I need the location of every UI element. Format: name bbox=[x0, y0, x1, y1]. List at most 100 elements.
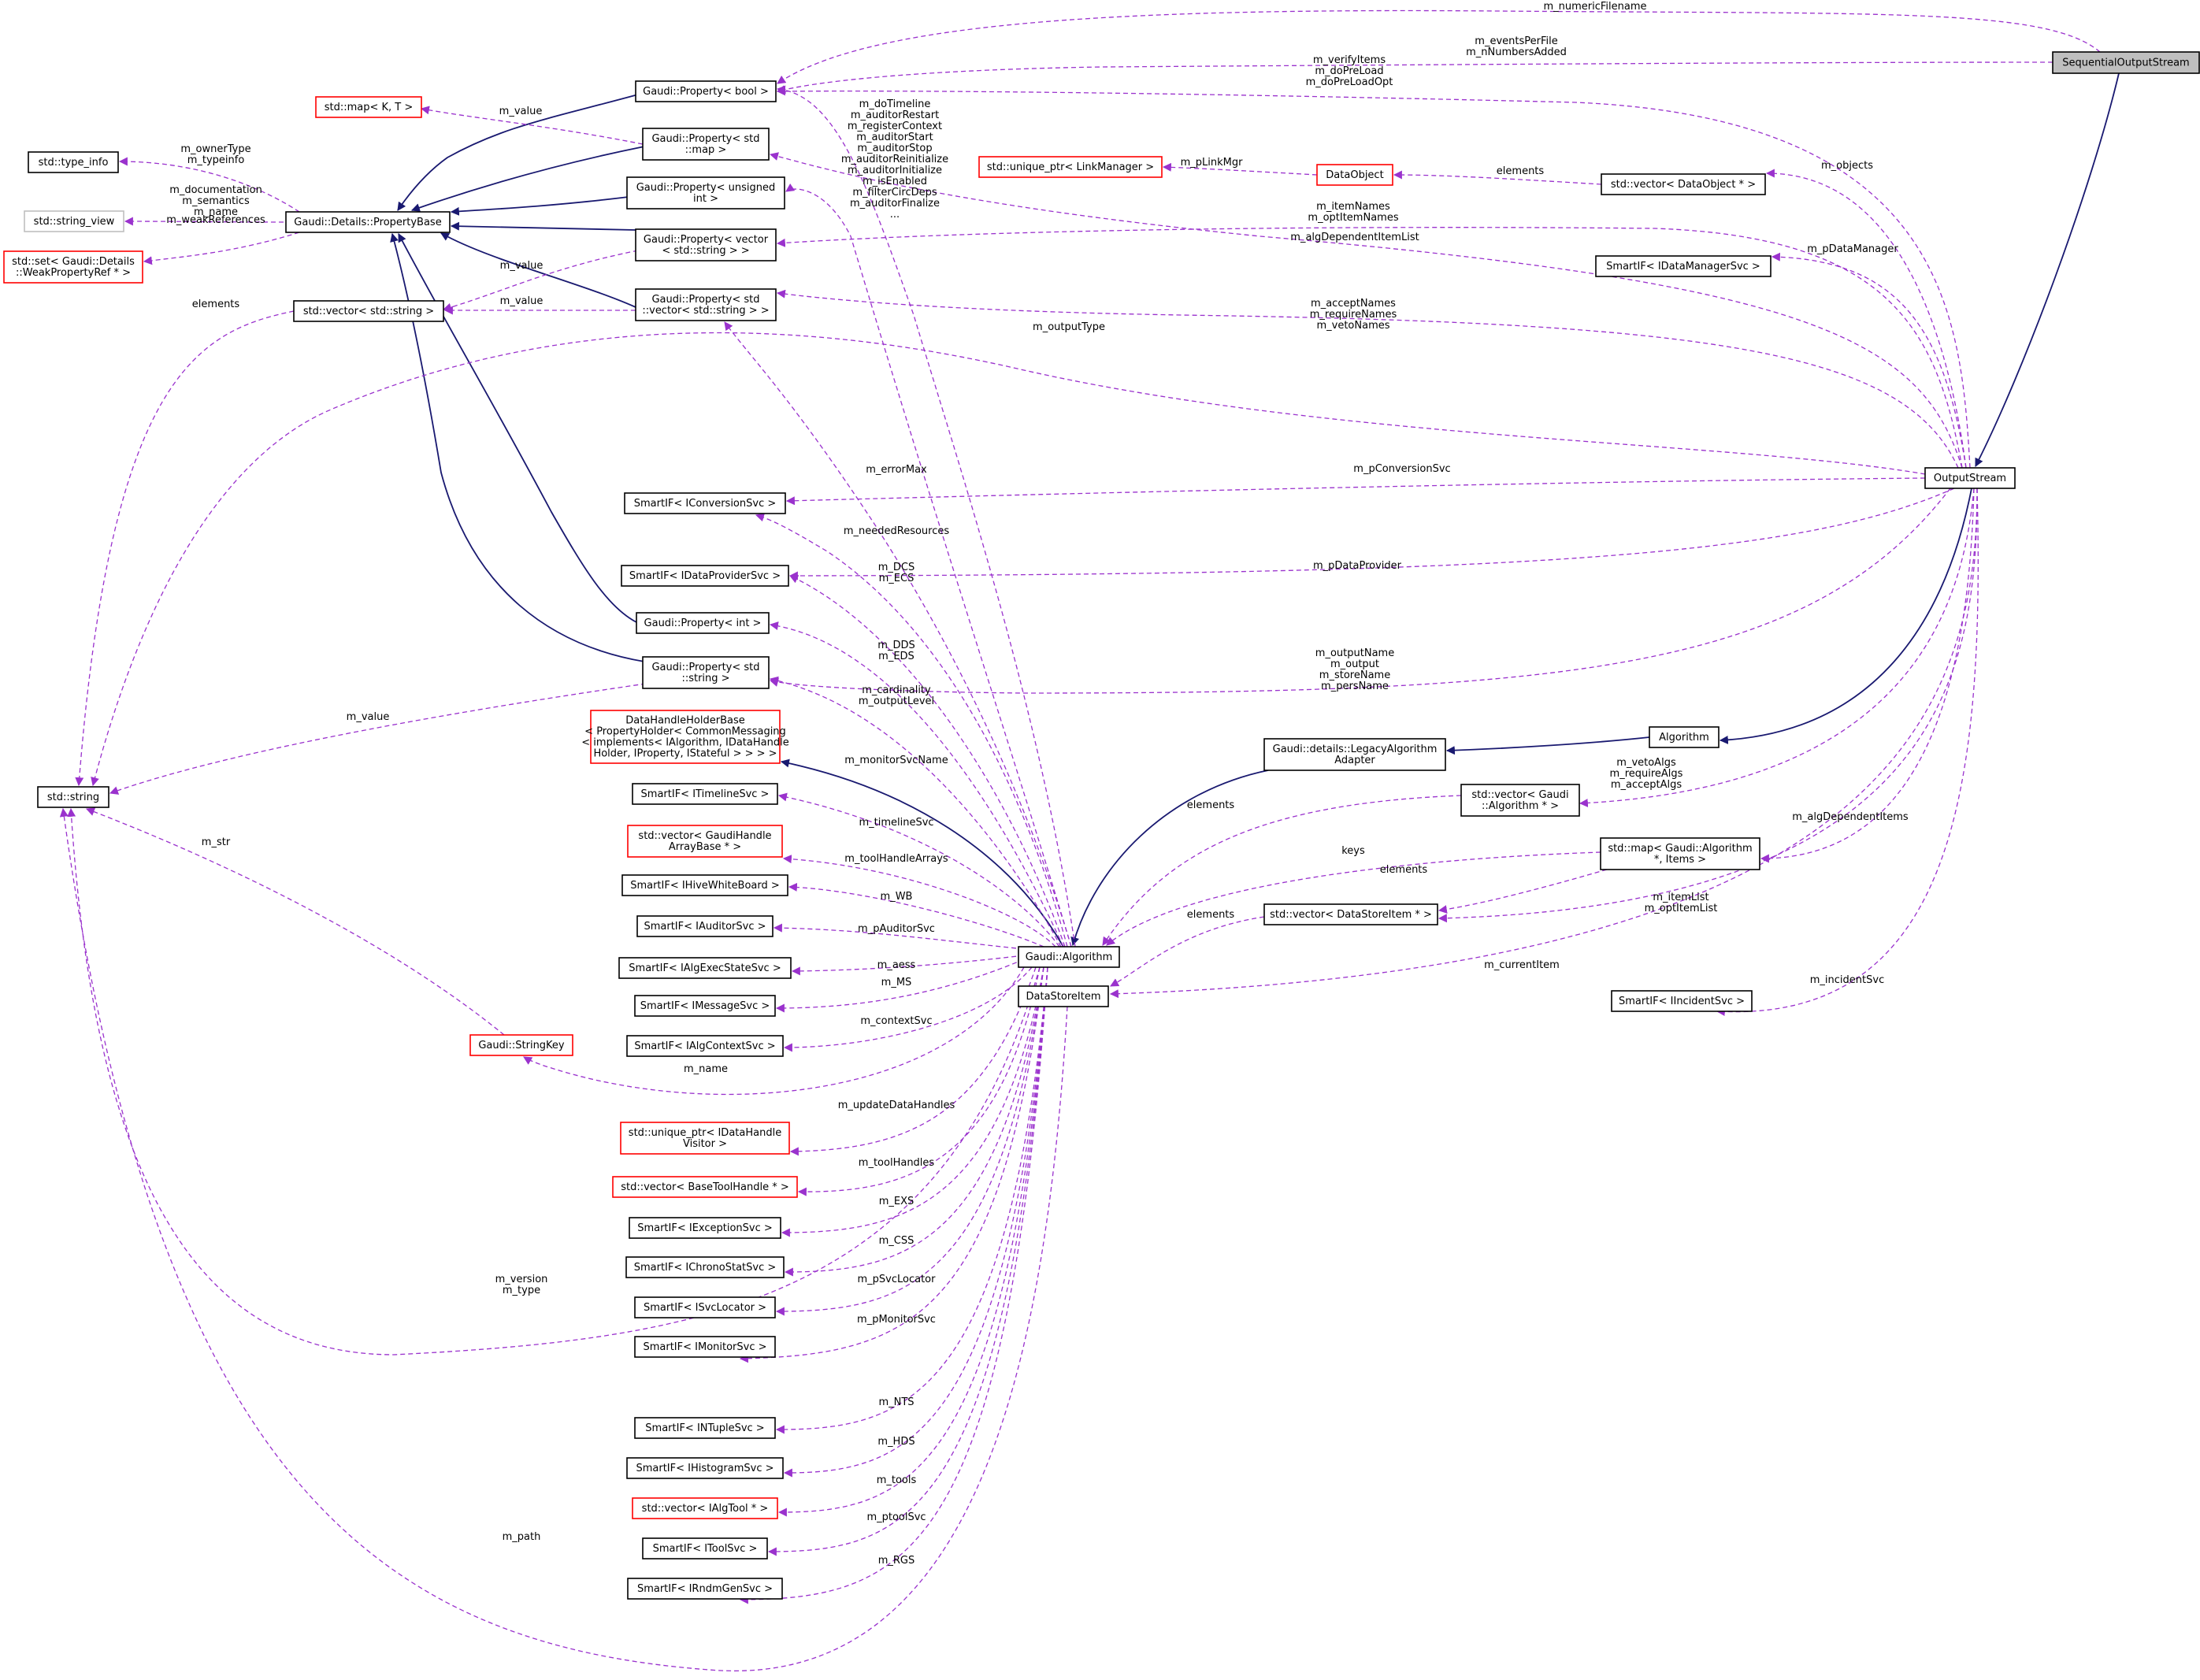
usage-edge-20 bbox=[91, 332, 1926, 787]
class-node-label: SmartIF< ITimelineSvc > bbox=[641, 788, 770, 800]
class-node-sialgcontextsvc[interactable]: SmartIF< IAlgContextSvc > bbox=[626, 1035, 784, 1057]
edge-label-value_str: m_value bbox=[347, 711, 390, 723]
class-node-label: SmartIF< IAlgContextSvc > bbox=[634, 1040, 775, 1052]
class-node-sidataprovidersvc[interactable]: SmartIF< IDataProviderSvc > bbox=[621, 565, 789, 587]
class-node-propstring[interactable]: Gaudi::Property< std::string > bbox=[642, 656, 770, 689]
usage-edge-24 bbox=[1579, 488, 1975, 807]
class-node-sintuplesvc[interactable]: SmartIF< INTupleSvc > bbox=[634, 1417, 776, 1439]
class-node-mapgaudialgorithmitems[interactable]: std::map< Gaudi::Algorithm*, Items > bbox=[1600, 837, 1760, 870]
class-node-typeinfo[interactable]: std::type_info bbox=[28, 151, 119, 173]
class-node-box bbox=[1601, 173, 1766, 195]
class-node-vectorbasetoolhandle[interactable]: std::vector< BaseToolHandle * > bbox=[612, 1176, 798, 1198]
class-node-sidatamanagersvc[interactable]: SmartIF< IDataManagerSvc > bbox=[1595, 255, 1772, 277]
class-node-propstdvector[interactable]: Gaudi::Property< std::vector< std::strin… bbox=[635, 288, 777, 321]
class-node-label: std::unique_ptr< LinkManager > bbox=[987, 161, 1154, 173]
class-node-propvector[interactable]: Gaudi::Property< vector< std::string > > bbox=[635, 228, 777, 261]
class-node-stdstring[interactable]: std::string bbox=[37, 786, 109, 808]
edge-label-path: m_path bbox=[503, 1531, 541, 1543]
class-node-siconversionsvc[interactable]: SmartIF< IConversionSvc > bbox=[624, 492, 786, 514]
class-node-label: std::vector< DataObject * > bbox=[1611, 179, 1756, 191]
class-node-vectorstring[interactable]: std::vector< std::string > bbox=[293, 300, 444, 322]
class-node-box bbox=[24, 210, 124, 232]
class-node-label: SmartIF< IExceptionSvc > bbox=[637, 1222, 773, 1234]
usage-edge-38 bbox=[420, 106, 644, 145]
usage-edge-49 bbox=[769, 621, 1064, 948]
class-node-box bbox=[635, 80, 777, 102]
class-node-vectorialgtool[interactable]: std::vector< IAlgTool * > bbox=[632, 1497, 778, 1519]
class-node-stringview[interactable]: std::string_view bbox=[24, 210, 124, 232]
class-node-sichronostatsvc[interactable]: SmartIF< IChronoStatSvc > bbox=[625, 1256, 785, 1278]
class-node-sihistogramsvc[interactable]: SmartIF< IHistogramSvc > bbox=[626, 1457, 784, 1479]
class-node-gaudialgorithm[interactable]: Gaudi::Algorithm bbox=[1018, 946, 1120, 968]
class-node-label: SmartIF< IConversionSvc > bbox=[634, 498, 777, 510]
class-node-outputstream[interactable]: OutputStream bbox=[1924, 467, 2016, 489]
class-node-label: std::string_view bbox=[34, 216, 115, 228]
class-node-sialgexecstatesvc[interactable]: SmartIF< IAlgExecStateSvc > bbox=[618, 957, 792, 979]
class-node-sequentialoutputstream[interactable]: SequentialOutputStream bbox=[2052, 51, 2200, 74]
class-node-label: SmartIF< IAlgExecStateSvc > bbox=[629, 962, 781, 974]
class-node-box bbox=[1924, 467, 2016, 489]
class-node-box bbox=[634, 1417, 776, 1439]
usage-edge-18 bbox=[769, 152, 1963, 469]
class-node-sitimelinesvc[interactable]: SmartIF< ITimelineSvc > bbox=[632, 783, 778, 805]
usage-edge-58 bbox=[523, 966, 1025, 1096]
class-node-box bbox=[1595, 255, 1772, 277]
class-node-propbool[interactable]: Gaudi::Property< bool > bbox=[635, 80, 777, 102]
usage-edge-66 bbox=[775, 966, 1048, 1434]
class-node-dataobject[interactable]: DataObject bbox=[1316, 164, 1393, 186]
edge-label-pAuditorSvc: m_pAuditorSvc bbox=[858, 923, 935, 935]
class-node-propmap[interactable]: Gaudi::Property< std::map > bbox=[642, 128, 770, 161]
class-node-propint[interactable]: Gaudi::Property< int > bbox=[636, 612, 770, 634]
usage-edge-16 bbox=[1771, 252, 1967, 469]
class-node-simessagesvc[interactable]: SmartIF< IMessageSvc > bbox=[634, 995, 776, 1017]
class-node-simonitorsvc[interactable]: SmartIF< IMonitorSvc > bbox=[634, 1336, 776, 1358]
class-node-algorithm[interactable]: Algorithm bbox=[1649, 726, 1720, 748]
class-node-vectordataobject[interactable]: std::vector< DataObject * > bbox=[1601, 173, 1766, 195]
class-node-datastoreitem[interactable]: DataStoreItem bbox=[1018, 985, 1109, 1007]
edge-label-errorMax: m_errorMax bbox=[866, 464, 927, 476]
class-node-vectordatastoreitem[interactable]: std::vector< DataStoreItem * > bbox=[1263, 903, 1438, 925]
class-node-box bbox=[1460, 784, 1580, 817]
class-node-label: std::set< Gaudi::Details::WeakPropertyRe… bbox=[12, 256, 135, 279]
class-node-uniquelinkmanager[interactable]: std::unique_ptr< LinkManager > bbox=[978, 156, 1163, 178]
class-node-box bbox=[612, 1176, 798, 1198]
usage-edge-54 bbox=[773, 923, 1033, 951]
edge-label-outputType: m_outputType bbox=[1033, 321, 1105, 333]
usage-edge-25 bbox=[1760, 488, 1975, 863]
class-node-sihivewhiteboard[interactable]: SmartIF< IHiveWhiteBoard > bbox=[621, 874, 788, 896]
usage-edge-22 bbox=[788, 488, 1955, 580]
class-node-stdmapkt[interactable]: std::map< K, T > bbox=[315, 96, 422, 118]
edge-label-name: m_name bbox=[684, 1063, 728, 1075]
edge-label-NTS: m_NTS bbox=[878, 1396, 914, 1408]
class-node-propertybase[interactable]: Gaudi::Details::PropertyBase bbox=[285, 211, 451, 233]
class-node-stringkey[interactable]: Gaudi::StringKey bbox=[469, 1034, 573, 1056]
class-node-siexceptionsvc[interactable]: SmartIF< IExceptionSvc > bbox=[629, 1217, 781, 1239]
class-node-box bbox=[632, 783, 778, 805]
class-node-siauditorsvc[interactable]: SmartIF< IAuditorSvc > bbox=[636, 915, 774, 937]
usage-edge-56 bbox=[775, 959, 1025, 1013]
usage-edge-30 bbox=[1162, 162, 1318, 176]
usage-edge-39 bbox=[442, 250, 639, 312]
class-node-sirndmgensvc[interactable]: SmartIF< IRndmGenSvc > bbox=[627, 1578, 783, 1600]
class-node-label: SmartIF< IHiveWhiteBoard > bbox=[630, 880, 780, 892]
class-node-box bbox=[3, 250, 143, 284]
class-node-setweakref[interactable]: std::set< Gaudi::Details::WeakPropertyRe… bbox=[3, 250, 143, 284]
class-node-sitoolsvc[interactable]: SmartIF< IToolSvc > bbox=[642, 1537, 768, 1559]
class-node-sisvclocator[interactable]: SmartIF< ISvcLocator > bbox=[634, 1296, 776, 1318]
class-node-box bbox=[634, 995, 776, 1017]
class-node-datahandleholderbase[interactable]: DataHandleHolderBase< PropertyHolder< Co… bbox=[581, 710, 789, 764]
class-node-vectorgaudialgorithm[interactable]: std::vector< Gaudi::Algorithm * > bbox=[1460, 784, 1580, 817]
edge-label-WB: m_WB bbox=[881, 891, 913, 903]
class-node-siincidentsvc[interactable]: SmartIF< IIncidentSvc > bbox=[1611, 990, 1753, 1012]
class-node-label: SmartIF< IAuditorSvc > bbox=[644, 921, 766, 933]
